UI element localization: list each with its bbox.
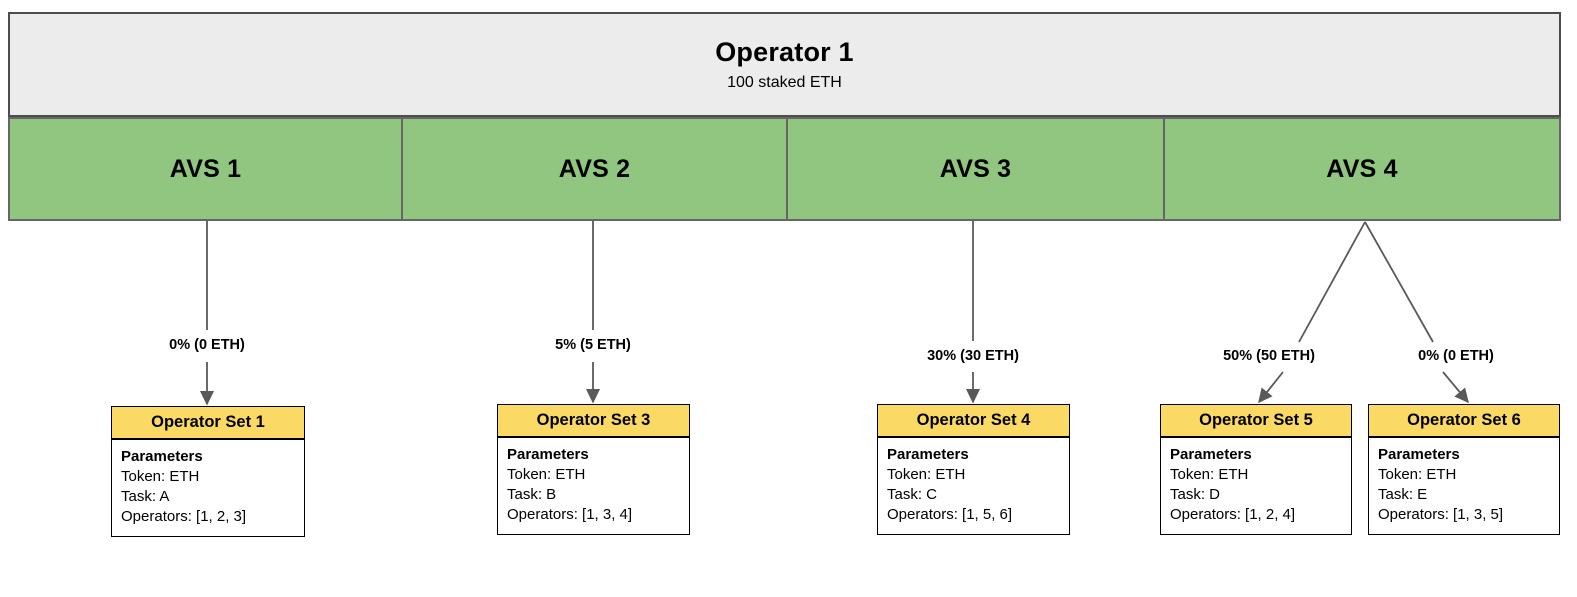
- params-heading-3: Parameters: [507, 445, 589, 463]
- connector-avs4-opset5-lower: [1258, 371, 1284, 404]
- params-operators-6: Operators: [1, 3, 5]: [1378, 506, 1504, 524]
- edge-label-avs3-opset4: 30% (30 ETH): [927, 348, 1019, 364]
- operator-set-card-5[interactable]: Operator Set 5 Parameters Token: ETH Tas…: [1160, 404, 1352, 536]
- edge-label-avs1-opset1: 0% (0 ETH): [169, 337, 245, 353]
- avs-cell-3[interactable]: AVS 3: [786, 117, 1165, 221]
- operator-set-body-1: Parameters Token: ETH Task: A Operators:…: [112, 440, 304, 536]
- operator-set-title-6: Operator Set 6: [1369, 405, 1559, 438]
- connector-avs4-opset6-upper: [1364, 221, 1434, 343]
- params-token-6: Token: ETH: [1378, 466, 1457, 484]
- avs-label-4: AVS 4: [1326, 154, 1398, 183]
- connector-avs4-opset5-upper: [1298, 221, 1366, 343]
- operator-box: Operator 1 100 staked ETH: [8, 12, 1561, 117]
- params-task-5: Task: D: [1170, 486, 1221, 504]
- operator-set-body-3: Parameters Token: ETH Task: B Operators:…: [498, 438, 689, 534]
- connector-avs4-opset6-lower: [1442, 371, 1469, 404]
- avs-cell-1[interactable]: AVS 1: [8, 117, 403, 221]
- params-heading-4: Parameters: [887, 445, 969, 463]
- params-heading-6: Parameters: [1378, 445, 1460, 463]
- operator-set-title-1: Operator Set 1: [112, 407, 304, 440]
- edge-label-avs2-opset3: 5% (5 ETH): [555, 337, 631, 353]
- params-operators-1: Operators: [1, 2, 3]: [121, 508, 247, 526]
- edge-label-avs4-opset5: 50% (50 ETH): [1223, 348, 1315, 364]
- params-task-6: Task: E: [1378, 486, 1428, 504]
- operator-set-body-4: Parameters Token: ETH Task: C Operators:…: [878, 438, 1069, 534]
- params-token-4: Token: ETH: [887, 466, 966, 484]
- operator-set-title-3: Operator Set 3: [498, 405, 689, 438]
- params-heading-1: Parameters: [121, 447, 203, 465]
- operator-set-card-4[interactable]: Operator Set 4 Parameters Token: ETH Tas…: [877, 404, 1070, 536]
- operator-stake-label: 100 staked ETH: [727, 73, 842, 91]
- params-heading-5: Parameters: [1170, 445, 1252, 463]
- avs-label-3: AVS 3: [939, 154, 1012, 183]
- avs-label-2: AVS 2: [558, 154, 631, 183]
- params-token-1: Token: ETH: [121, 468, 200, 486]
- params-task-3: Task: B: [507, 486, 557, 504]
- avs-row: AVS 1 AVS 2 AVS 3 AVS 4: [8, 117, 1561, 221]
- avs-label-1: AVS 1: [169, 154, 242, 183]
- params-operators-3: Operators: [1, 3, 4]: [507, 506, 633, 524]
- params-token-3: Token: ETH: [507, 466, 586, 484]
- params-task-4: Task: C: [887, 486, 938, 504]
- operator-set-title-4: Operator Set 4: [878, 405, 1069, 438]
- operator-set-body-6: Parameters Token: ETH Task: E Operators:…: [1369, 438, 1559, 534]
- operator-set-body-5: Parameters Token: ETH Task: D Operators:…: [1161, 438, 1351, 534]
- params-token-5: Token: ETH: [1170, 466, 1249, 484]
- params-task-1: Task: A: [121, 488, 170, 506]
- operator-set-card-3[interactable]: Operator Set 3 Parameters Token: ETH Tas…: [497, 404, 690, 536]
- avs-cell-2[interactable]: AVS 2: [401, 117, 788, 221]
- params-operators-4: Operators: [1, 5, 6]: [887, 506, 1013, 524]
- operator-set-title-5: Operator Set 5: [1161, 405, 1351, 438]
- edge-label-avs4-opset6: 0% (0 ETH): [1418, 348, 1494, 364]
- operator-title: Operator 1: [715, 36, 854, 67]
- operator-set-card-1[interactable]: Operator Set 1 Parameters Token: ETH Tas…: [111, 406, 305, 538]
- operator-set-card-6[interactable]: Operator Set 6 Parameters Token: ETH Tas…: [1368, 404, 1560, 536]
- params-operators-5: Operators: [1, 2, 4]: [1170, 506, 1296, 524]
- avs-cell-4[interactable]: AVS 4: [1163, 117, 1561, 221]
